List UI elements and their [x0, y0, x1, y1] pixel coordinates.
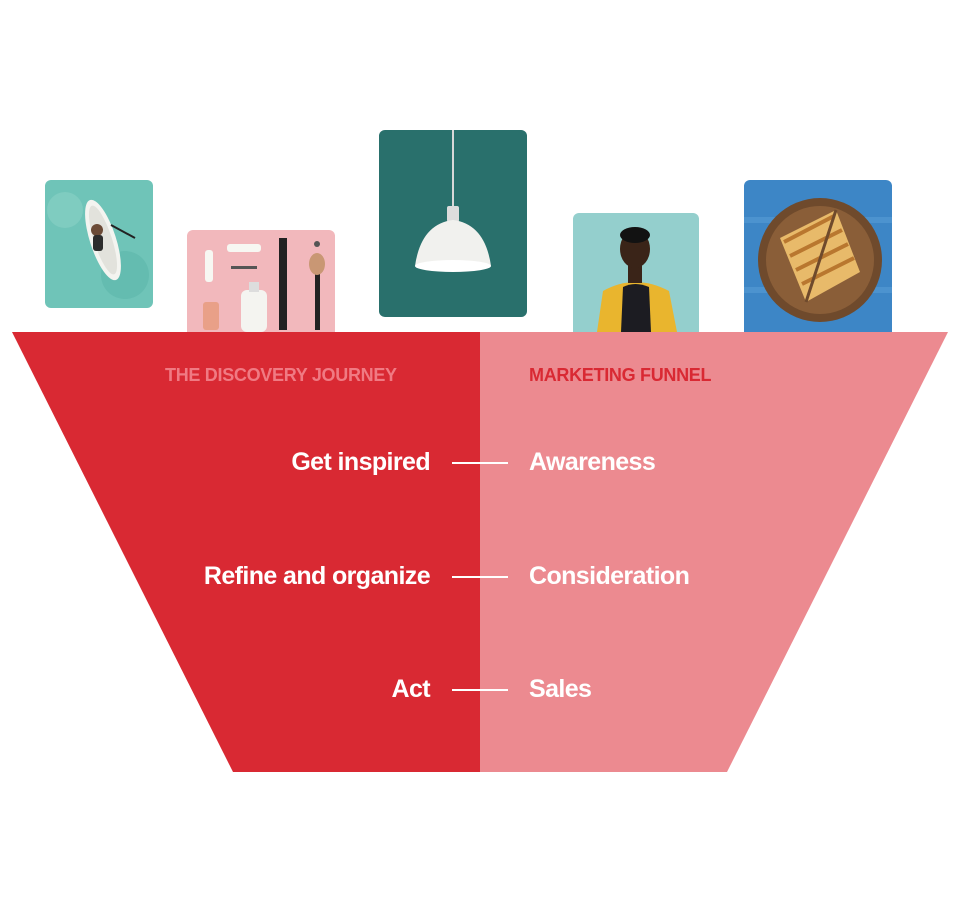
discovery-journey-header: THE DISCOVERY JOURNEY [165, 365, 397, 385]
funnel-left-half [12, 332, 480, 772]
woman-portrait-photo [573, 213, 699, 332]
connector-line [452, 576, 508, 578]
journey-stage-act: Act [391, 675, 431, 703]
pendant-lamp-photo [379, 130, 527, 317]
grilled-sandwich-photo [744, 180, 892, 332]
paddleboard-photo [45, 180, 153, 308]
funnel-stage-consideration: Consideration [529, 562, 690, 590]
connector-line [452, 689, 508, 691]
funnel-stage-sales: Sales [529, 675, 592, 703]
marketing-funnel-header: MARKETING FUNNEL [529, 365, 712, 385]
funnel-stage-awareness: Awareness [529, 448, 656, 476]
connector-line [452, 462, 508, 464]
journey-stage-refine-and-organize: Refine and organize [203, 562, 431, 590]
funnel-right-half [480, 332, 948, 772]
beauty-products-photo [187, 230, 335, 332]
journey-stage-get-inspired: Get inspired [291, 448, 430, 476]
